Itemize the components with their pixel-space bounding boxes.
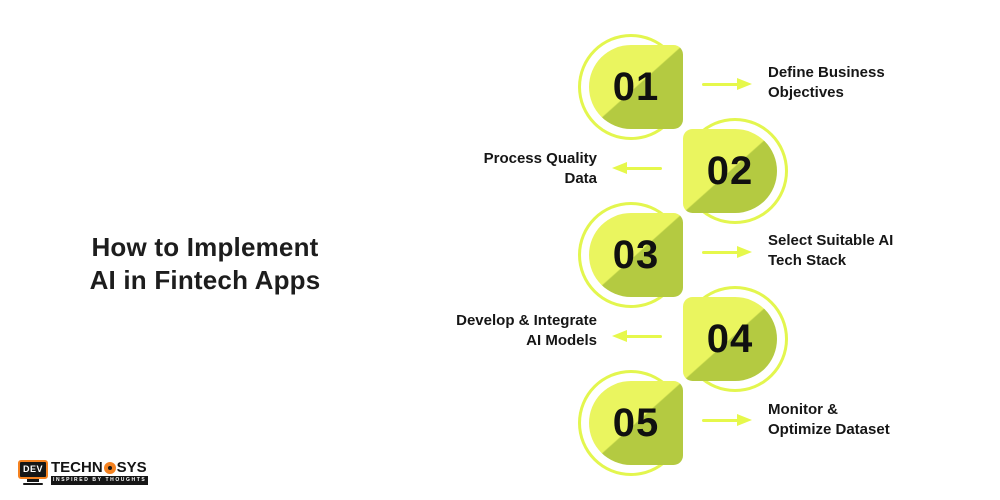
monitor-stand xyxy=(27,479,39,482)
arrow-head xyxy=(612,330,627,342)
step-1-capsule: 01 xyxy=(589,45,683,129)
step-2-number: 02 xyxy=(706,149,754,193)
step-3-capsule: 03 xyxy=(589,213,683,297)
arrow-shaft xyxy=(625,334,662,338)
dev-technosys-logo: DEV TECHN SYS INSPIRED BY THOUGHTS xyxy=(18,459,149,485)
step-1-arc-icon xyxy=(578,34,684,140)
gear-icon xyxy=(103,461,116,474)
step-4-arrow-left-icon xyxy=(612,330,662,342)
page-title: How to Implement AI in Fintech Apps xyxy=(89,232,321,295)
step-4-capsule: 04 xyxy=(683,297,777,381)
step-5-number: 05 xyxy=(612,401,660,445)
logo-dev-text: DEV xyxy=(22,464,43,474)
arrow-head xyxy=(737,414,752,426)
arrow-shaft xyxy=(702,250,739,254)
arrow-head xyxy=(737,78,752,90)
logo-sys-text: SYS xyxy=(116,459,147,476)
step-1-label: Define Business Objectives xyxy=(768,64,885,101)
logo-techn-text: TECHN xyxy=(51,459,103,476)
logo-tagline: INSPIRED BY THOUGHTS xyxy=(51,476,149,485)
step-3-arrow-right-icon xyxy=(702,246,752,258)
step-4-number: 04 xyxy=(706,317,754,361)
arrow-shaft xyxy=(702,82,739,86)
logo-monitor-icon: DEV xyxy=(18,460,48,485)
step-5-capsule: 05 xyxy=(589,381,683,465)
step-2-capsule: 02 xyxy=(683,129,777,213)
step-4-arc-icon xyxy=(682,286,788,392)
logo-wordmark: TECHN SYS INSPIRED BY THOUGHTS xyxy=(51,459,149,485)
step-1-number: 01 xyxy=(612,65,660,109)
step-1-arrow-right-icon xyxy=(702,78,752,90)
monitor-base xyxy=(23,483,43,485)
step-5-arrow-right-icon xyxy=(702,414,752,426)
arrow-head xyxy=(612,162,627,174)
step-2-arc-icon xyxy=(682,118,788,224)
step-3-arc-icon xyxy=(578,202,684,308)
step-3-number: 03 xyxy=(612,233,660,277)
arrow-shaft xyxy=(702,418,739,422)
arrow-shaft xyxy=(625,166,662,170)
step-2-arrow-left-icon xyxy=(612,162,662,174)
step-3-label: Select Suitable AI Tech Stack xyxy=(768,232,894,269)
step-4-label: Develop & Integrate AI Models xyxy=(456,312,597,349)
arrow-head xyxy=(737,246,752,258)
step-5-label: Monitor & Optimize Dataset xyxy=(768,401,890,438)
step-2-label: Process Quality Data xyxy=(483,150,597,187)
step-5-arc-icon xyxy=(578,370,684,476)
